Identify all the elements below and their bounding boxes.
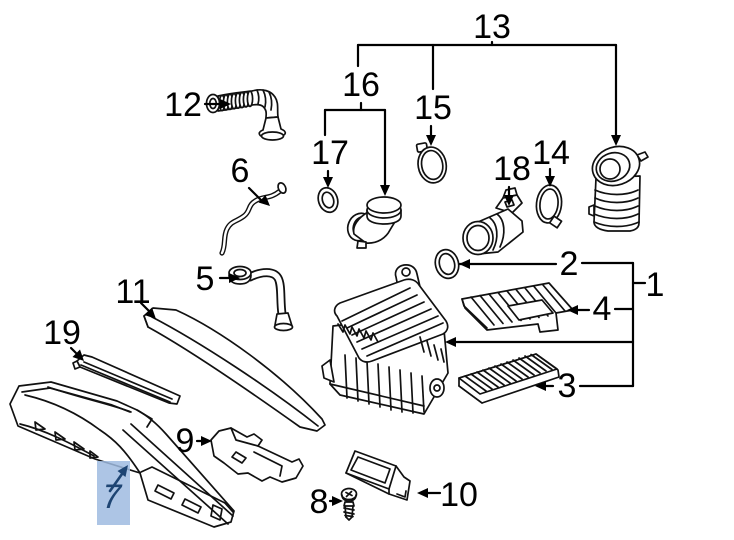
part-cowl-seal[interactable] — [72, 354, 181, 405]
callout-label-16[interactable]: 16 — [342, 66, 380, 104]
part-cowl-duct[interactable] — [9, 381, 235, 528]
callout-label-1[interactable]: 1 — [645, 266, 665, 304]
callout-label-18[interactable]: 18 — [493, 150, 531, 188]
callout-label-13[interactable]: 13 — [473, 8, 511, 46]
part-seal-ring-2[interactable] — [432, 247, 462, 281]
part-cleaner-cover[interactable] — [461, 282, 574, 333]
callout-label-12[interactable]: 12 — [164, 86, 202, 124]
callout-label-7-selected[interactable]: 7 — [102, 478, 122, 516]
part-hose-clamp-14[interactable] — [534, 184, 565, 229]
callout-label-8[interactable]: 8 — [309, 483, 329, 521]
part-intake-duct-13[interactable] — [587, 141, 649, 232]
callout-label-9[interactable]: 9 — [175, 422, 195, 460]
part-air-scoop[interactable] — [345, 450, 411, 501]
callout-label-5[interactable]: 5 — [195, 260, 215, 298]
part-bracket[interactable] — [210, 427, 304, 483]
part-air-filter[interactable] — [458, 353, 560, 404]
callout-label-15[interactable]: 15 — [414, 89, 452, 127]
leader-lines — [69, 40, 647, 506]
callout-label-6[interactable]: 6 — [230, 152, 250, 190]
part-screw[interactable] — [340, 487, 358, 521]
callout-label-17[interactable]: 17 — [311, 134, 349, 172]
callout-label-19[interactable]: 19 — [43, 314, 81, 352]
part-intake-elbow[interactable] — [344, 196, 402, 249]
selection-arrow — [108, 465, 128, 493]
callout-label-3[interactable]: 3 — [557, 367, 577, 405]
callout-label-10[interactable]: 10 — [440, 476, 478, 514]
part-hose-clamp-15[interactable] — [414, 140, 449, 185]
part-cowl-trim[interactable] — [143, 307, 326, 432]
part-maf-sensor[interactable] — [462, 187, 524, 256]
callout-label-11[interactable]: 11 — [115, 273, 151, 311]
part-corrugated-hose[interactable] — [205, 88, 287, 141]
callout-label-14[interactable]: 14 — [532, 134, 570, 172]
part-air-cleaner-housing[interactable] — [321, 264, 449, 415]
callout-label-4[interactable]: 4 — [592, 290, 612, 328]
part-seal-ring-17[interactable] — [315, 185, 341, 215]
callout-label-2[interactable]: 2 — [559, 245, 579, 283]
part-drain-hose[interactable] — [228, 265, 294, 332]
